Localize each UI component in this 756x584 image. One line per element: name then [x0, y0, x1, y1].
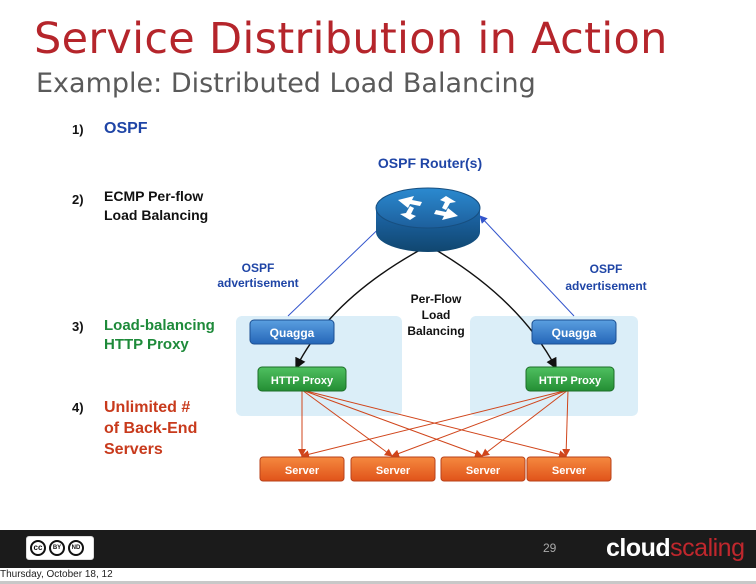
perflow-arrow-right — [435, 249, 557, 370]
http-proxy-left-label: HTTP Proxy — [271, 375, 334, 387]
step-4-line-2: of Back-End — [104, 420, 198, 437]
slide-title: Service Distribution in Action — [34, 14, 668, 64]
creative-commons-by-nd-icon[interactable]: cc BY ND — [26, 536, 94, 560]
server-box — [526, 456, 612, 482]
cc-circle-icon: cc — [30, 540, 46, 556]
brand-part-1: cloud — [606, 534, 671, 562]
step-4-number: 4) — [72, 400, 84, 415]
step-1-text: OSPF — [104, 120, 148, 137]
cc-nd-icon: ND — [68, 540, 84, 556]
step-2-text: ECMP Per-flow Load Balancing — [104, 187, 208, 225]
http-proxy-right — [525, 366, 615, 392]
server-arrows — [298, 389, 571, 459]
ospf-adv-left-line-1: OSPF — [242, 261, 275, 275]
server-label: Server — [285, 465, 320, 477]
router-icon — [375, 187, 481, 252]
step-2-number: 2) — [72, 192, 84, 207]
slide-date: Thursday, October 18, 12 — [0, 569, 113, 580]
perflow-label-line-1: Per-Flow — [411, 292, 462, 306]
step-3-line-2: HTTP Proxy — [104, 336, 189, 353]
ospf-adv-left-line-2: advertisement — [217, 276, 298, 290]
page-number: 29 — [543, 541, 557, 555]
server-box — [350, 456, 436, 482]
ospf-arrow-right — [479, 215, 575, 317]
cc-by-icon: BY — [49, 540, 65, 556]
perflow-label-line-3: Balancing — [407, 324, 464, 338]
http-proxy-right-label: HTTP Proxy — [539, 375, 602, 387]
server-label: Server — [466, 465, 501, 477]
step-4-text: Unlimited # of Back-End Servers — [104, 397, 197, 460]
ospf-adv-right-line-2: advertisement — [565, 279, 646, 293]
quagga-left-label: Quagga — [270, 326, 315, 340]
perflow-label-line-2: Load — [422, 308, 451, 322]
slide: Service Distribution in Action Example: … — [34, 14, 668, 482]
router-label: OSPF Router(s) — [378, 155, 482, 171]
step-3-text: Load-balancing HTTP Proxy — [104, 316, 215, 354]
brand-part-2: scaling — [670, 534, 745, 562]
bottom-divider — [0, 581, 756, 584]
slide-footer: cc BY ND 29 cloudscaling — [0, 530, 756, 568]
slide-subtitle: Example: Distributed Load Balancing — [36, 68, 536, 99]
server-box — [259, 456, 345, 482]
step-4-line-3: Servers — [104, 441, 163, 458]
http-proxy-left — [257, 366, 347, 392]
perflow-arrow-left — [295, 249, 421, 370]
step-3-line-1: Load-balancing — [104, 317, 215, 334]
server-box — [440, 456, 526, 482]
step-2-line-1: ECMP Per-flow — [104, 188, 204, 204]
quagga-right — [531, 319, 617, 345]
cloudscaling-logo: cloudscaling — [606, 534, 745, 563]
ospf-arrow-left — [287, 215, 393, 317]
ospf-adv-right-line-1: OSPF — [590, 262, 623, 276]
quagga-left — [249, 319, 335, 345]
step-3-number: 3) — [72, 319, 84, 334]
step-4-line-1: Unlimited # — [104, 399, 191, 416]
server-label: Server — [376, 465, 411, 477]
step-1-number: 1) — [72, 122, 84, 137]
step-2-line-2: Load Balancing — [104, 207, 209, 223]
server-label: Server — [552, 465, 587, 477]
quagga-right-label: Quagga — [552, 326, 597, 340]
load-balancing-diagram: OSPF Router(s) OSPF advertisement OSPF a… — [217, 155, 647, 482]
